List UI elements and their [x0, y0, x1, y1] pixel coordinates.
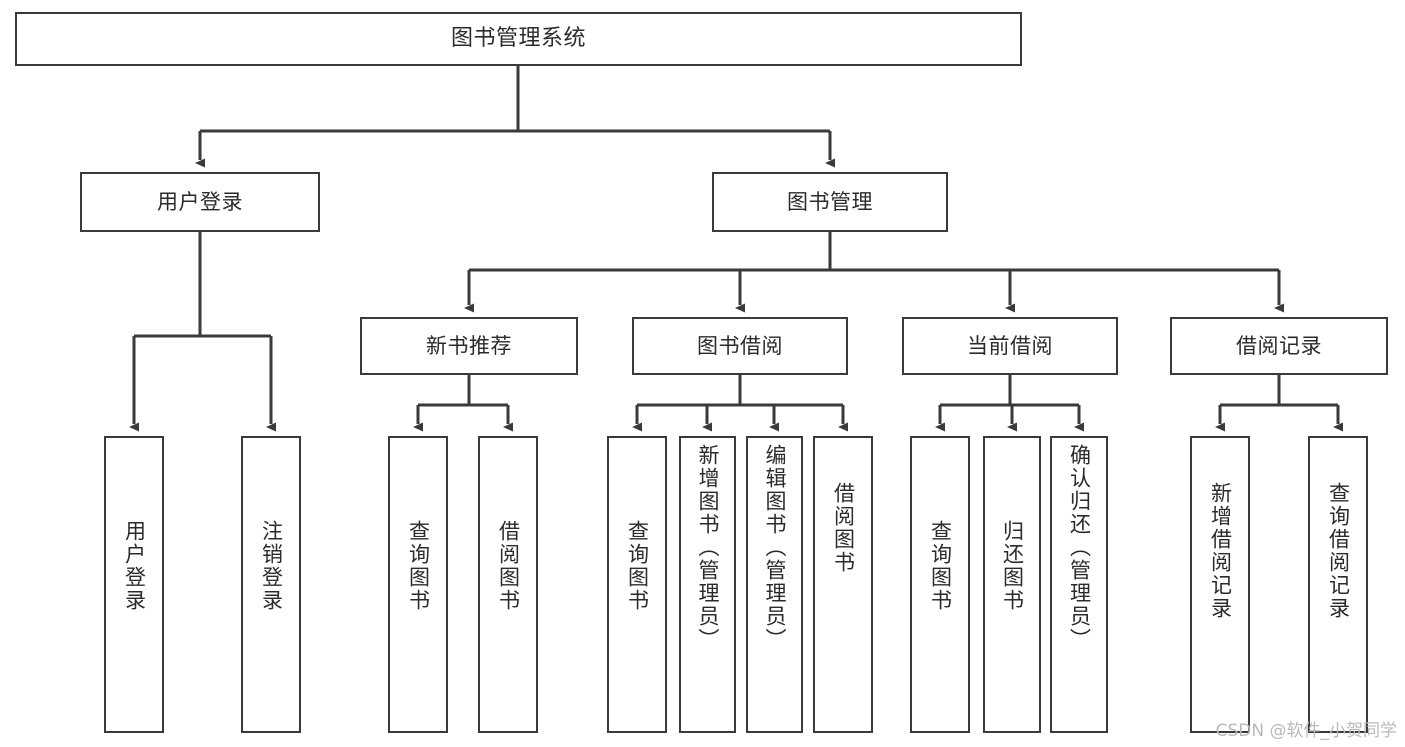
- node-leaf-confirm-return-admin[interactable]: 确认归还（管理员）: [1050, 436, 1108, 733]
- node-leaf-query-books-borrow[interactable]: 查询图书: [607, 436, 667, 733]
- node-label: 查询图书: [928, 520, 953, 612]
- node-leaf-user-login[interactable]: 用户登录: [104, 436, 164, 733]
- node-label: 图书管理: [787, 189, 873, 214]
- node-label: 用户登录: [157, 189, 243, 214]
- node-new-book-recommendation[interactable]: 新书推荐: [360, 317, 578, 375]
- node-book-borrowing[interactable]: 图书借阅: [632, 317, 848, 375]
- node-label: 查询图书: [625, 520, 650, 612]
- node-leaf-lend-books[interactable]: 借阅图书: [813, 436, 873, 733]
- node-label: 用户登录: [122, 520, 147, 612]
- node-label: 新书推荐: [426, 333, 512, 358]
- node-label: 借阅图书: [496, 520, 521, 612]
- node-leaf-return-books[interactable]: 归还图书: [983, 436, 1041, 733]
- node-label: 注销登录: [259, 520, 284, 612]
- node-label: 图书管理系统: [450, 26, 586, 52]
- node-label: 归还图书: [1000, 520, 1025, 612]
- node-leaf-add-borrow-record[interactable]: 新增借阅记录: [1190, 436, 1250, 733]
- node-label: 借阅记录: [1236, 333, 1322, 358]
- csdn-watermark: CSDN @软件_小贺同学: [1215, 721, 1397, 741]
- node-label: 借阅图书: [831, 482, 856, 574]
- node-label: 确认归还（管理员）: [1067, 444, 1092, 651]
- node-leaf-query-books-current[interactable]: 查询图书: [910, 436, 970, 733]
- node-leaf-borrow-books-newbook[interactable]: 借阅图书: [478, 436, 538, 733]
- node-leaf-edit-book-admin[interactable]: 编辑图书（管理员）: [746, 436, 803, 733]
- node-label: 编辑图书（管理员）: [763, 444, 787, 651]
- node-label: 新增借阅记录: [1208, 482, 1233, 620]
- node-borrowing-records[interactable]: 借阅记录: [1170, 317, 1388, 375]
- node-root-system[interactable]: 图书管理系统: [15, 12, 1022, 66]
- node-label: 查询图书: [406, 520, 431, 612]
- node-user-login[interactable]: 用户登录: [80, 172, 320, 232]
- node-book-management[interactable]: 图书管理: [712, 172, 948, 232]
- node-leaf-query-books-newbook[interactable]: 查询图书: [388, 436, 448, 733]
- node-leaf-logout[interactable]: 注销登录: [241, 436, 301, 733]
- node-current-borrowing[interactable]: 当前借阅: [902, 317, 1118, 375]
- node-leaf-add-book-admin[interactable]: 新增图书（管理员）: [679, 436, 736, 733]
- node-label: 当前借阅: [967, 333, 1053, 358]
- node-label: 新增图书（管理员）: [696, 444, 720, 651]
- node-label: 图书借阅: [697, 333, 783, 358]
- node-leaf-query-borrow-record[interactable]: 查询借阅记录: [1308, 436, 1368, 733]
- node-label: 查询借阅记录: [1326, 482, 1351, 620]
